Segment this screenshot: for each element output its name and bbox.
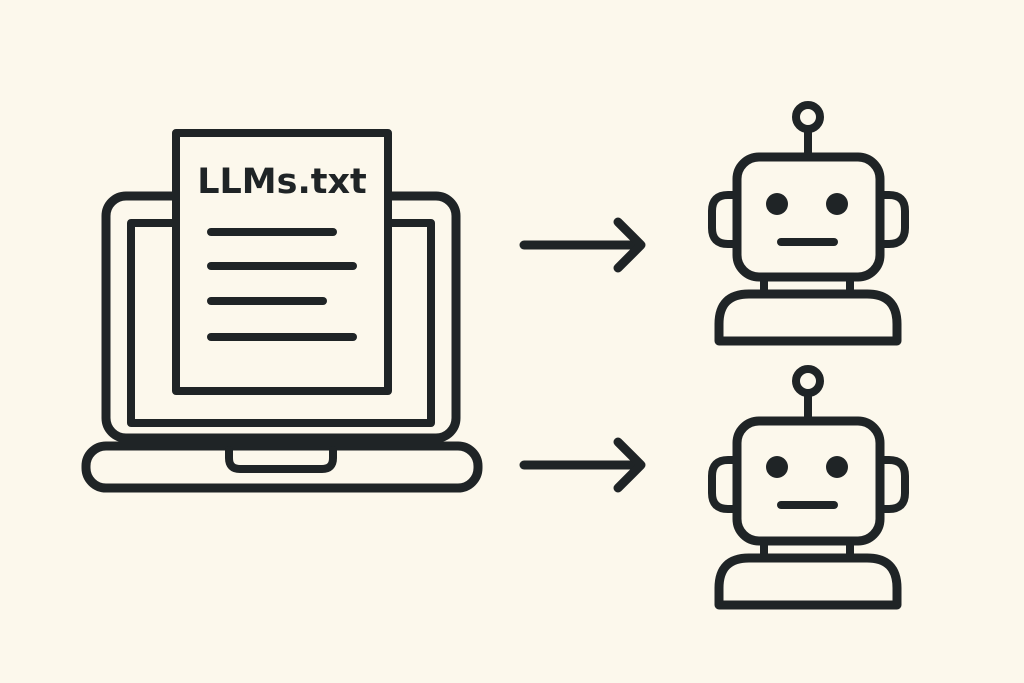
robot-head <box>732 416 885 546</box>
robot-eye-right <box>826 193 848 215</box>
laptop-base <box>81 441 483 493</box>
robot-icon <box>708 365 909 610</box>
document-filename: LLMs.txt <box>197 162 367 202</box>
document-icon <box>172 129 392 395</box>
laptop-trackpad-notch <box>225 446 337 473</box>
robot-eye-left <box>766 193 788 215</box>
robot-ear-left <box>708 191 741 248</box>
robot-ear-right <box>876 456 909 513</box>
arrow-right-icon <box>519 437 646 493</box>
robot-head <box>732 152 885 282</box>
robot-ear-left <box>708 456 741 513</box>
robot-eye-right <box>826 456 848 478</box>
robot-body <box>714 289 902 346</box>
robot-ear-right <box>876 191 909 248</box>
arrow-right-icon <box>519 217 646 273</box>
robot-eye-left <box>766 456 788 478</box>
robot-body <box>714 553 902 610</box>
robot-icon <box>708 101 909 346</box>
